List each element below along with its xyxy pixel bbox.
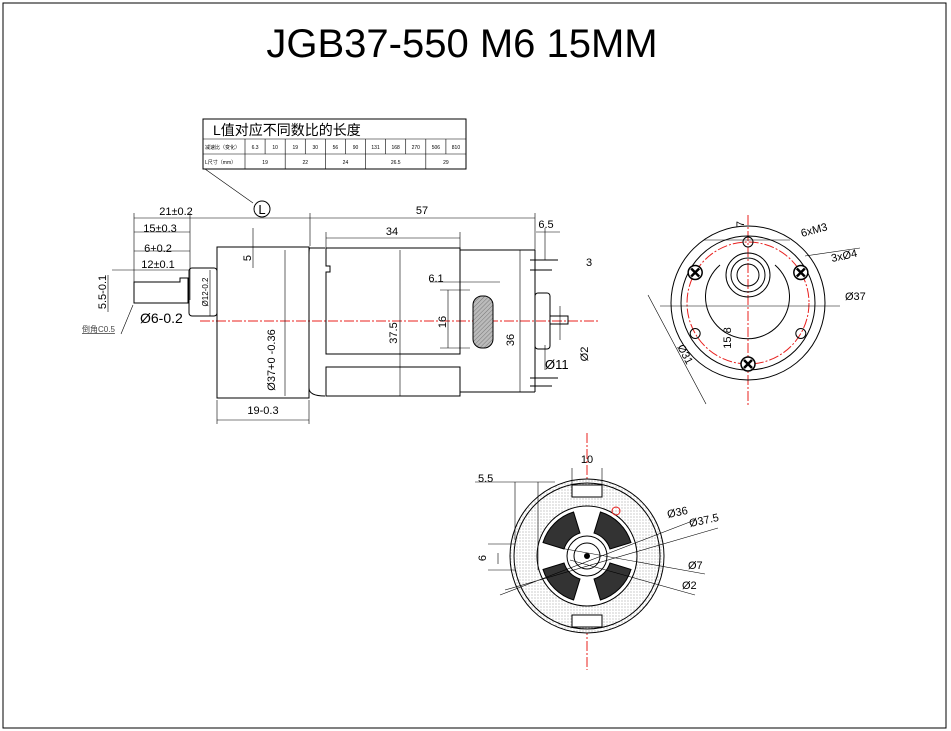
motor-can-bottom: [325, 366, 461, 397]
m3-hole: [742, 236, 754, 248]
ratio-cell: 168: [392, 145, 401, 151]
polarity-mark: [611, 506, 621, 516]
gearbox-end-view: 7 6xM3 3xØ4 Ø37 15.8 Ø31: [647, 215, 866, 405]
svg-text:15.8: 15.8: [722, 327, 734, 348]
svg-text:12±0.1: 12±0.1: [141, 259, 175, 271]
svg-text:36: 36: [505, 334, 517, 346]
svg-text:Ø6-0.2: Ø6-0.2: [140, 310, 183, 326]
vent-opening: [593, 511, 632, 550]
motor-end-view: 10 5.5 6 Ø36 Ø37.5 Ø7 Ø2: [475, 433, 720, 670]
svg-text:6xM3: 6xM3: [800, 221, 829, 240]
callout-L: L: [258, 202, 265, 217]
svg-text:Ø37+0 -0.36: Ø37+0 -0.36: [266, 329, 278, 390]
svg-text:5.5-0.1: 5.5-0.1: [97, 275, 109, 309]
flange-outer: [670, 225, 826, 381]
svg-text:37.5: 37.5: [388, 322, 400, 343]
svg-text:Ø11: Ø11: [545, 357, 569, 372]
svg-text:10: 10: [581, 454, 593, 466]
svg-text:Ø37.5: Ø37.5: [688, 512, 720, 530]
svg-text:19-0.3: 19-0.3: [247, 405, 278, 417]
svg-text:Ø12-0.2: Ø12-0.2: [201, 277, 210, 306]
svg-text:6.1: 6.1: [428, 273, 443, 285]
length-cell: 24: [343, 160, 349, 166]
ratio-cell: 30: [313, 145, 319, 151]
brush-window: [472, 295, 494, 349]
svg-text:6+0.2: 6+0.2: [144, 243, 172, 255]
motor-shaft: [549, 315, 569, 325]
svg-text:34: 34: [386, 226, 398, 238]
gearbox-body: [216, 246, 310, 399]
ratio-cell: 810: [452, 145, 461, 151]
ratio-cell: 56: [333, 145, 339, 151]
output-shaft: [133, 277, 189, 304]
length-cell: 22: [302, 160, 308, 166]
svg-text:Ø7: Ø7: [688, 560, 703, 572]
motor-can-top: [325, 247, 461, 355]
svg-text:16: 16: [437, 316, 449, 328]
svg-text:3xØ4: 3xØ4: [830, 248, 858, 265]
svg-text:5.5: 5.5: [478, 473, 493, 485]
svg-text:15±0.3: 15±0.3: [143, 223, 177, 235]
svg-text:Ø2: Ø2: [682, 580, 697, 592]
svg-text:Ø37: Ø37: [845, 291, 866, 303]
m3-hole: [795, 328, 807, 339]
output-shaft-end: [736, 263, 760, 287]
svg-text:3: 3: [586, 257, 592, 269]
svg-text:5: 5: [242, 255, 254, 261]
vent-opening: [542, 511, 581, 550]
length-cell: 29: [443, 160, 449, 166]
ratio-cell: 506: [432, 145, 441, 151]
svg-text:21±0.2: 21±0.2: [159, 206, 193, 218]
svg-text:Ø36: Ø36: [666, 505, 689, 521]
svg-text:Ø31: Ø31: [674, 343, 694, 367]
svg-text:6.5: 6.5: [538, 219, 553, 231]
ratio-cell: 90: [353, 145, 359, 151]
ratio-cell: 6.3: [252, 145, 259, 151]
length-label: L尺寸（mm）: [205, 159, 236, 166]
ratio-cell: 10: [272, 145, 278, 151]
length-table: L值对应不同数比的长度 减速比（变化） L尺寸（mm） 6.3 10 19 30 56 9…: [202, 118, 467, 170]
arc-slot: [705, 264, 790, 340]
length-cell: 19: [262, 160, 268, 166]
table-heading: L值对应不同数比的长度: [213, 122, 361, 138]
m3-hole: [689, 328, 701, 339]
side-view: 21±0.2 15±0.3 6+0.2 12±0.1 5.5-0.1 Ø6-0.…: [82, 205, 600, 424]
ratio-cell: 19: [292, 145, 298, 151]
vent-opening: [542, 562, 581, 601]
length-cell: 26.5: [391, 160, 401, 166]
svg-text:57: 57: [416, 205, 428, 217]
callout-L-circle: [253, 200, 271, 218]
ratio-cell: 131: [371, 145, 380, 151]
svg-text:6: 6: [477, 555, 489, 561]
ratio-label: 减速比（变化）: [205, 144, 240, 151]
drawing-title: JGB37-550 M6 15MM: [266, 22, 657, 66]
svg-text:Ø2: Ø2: [579, 347, 591, 362]
pitch-circle: [686, 241, 810, 365]
ratio-cell: 270: [412, 145, 421, 151]
svg-text:7: 7: [735, 221, 747, 227]
terminals: [530, 259, 558, 387]
svg-text:倒角C0.5: 倒角C0.5: [82, 324, 115, 334]
